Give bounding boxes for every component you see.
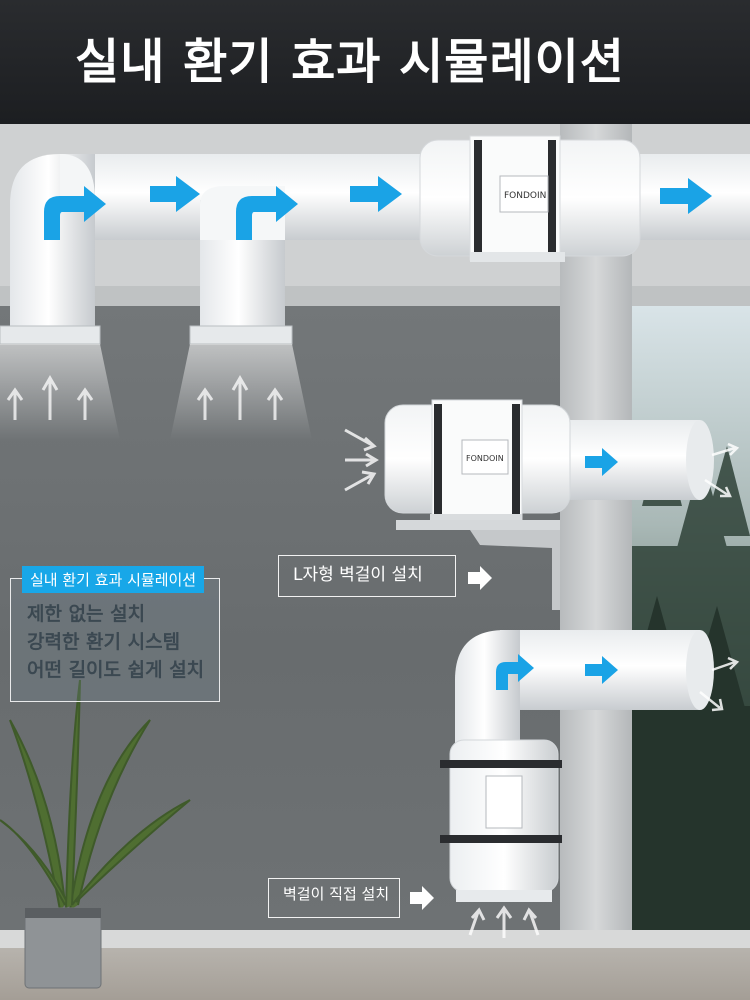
intake-arrows-l-mount xyxy=(344,428,379,492)
promo-line: 어떤 길이도 쉽게 설치 xyxy=(27,659,205,681)
l-mount-label-text: L자형 벽걸이 설치 xyxy=(293,565,423,585)
upward-airflow-arrows xyxy=(6,375,284,420)
ceiling-inline-fan: FONDOIN xyxy=(419,135,641,262)
promo-line: 강력한 환기 시스템 xyxy=(27,631,181,653)
promo-tag: 실내 환기 효과 시뮬레이션 xyxy=(22,566,205,593)
promo-box: 제한 없는 설치 강력한 환기 시스템 어떤 길이도 쉽게 설치 xyxy=(10,578,220,702)
potted-plant xyxy=(0,679,191,989)
ceiling-airflow-mist xyxy=(0,344,312,440)
label-pointer-arrows xyxy=(410,566,492,910)
forest-illustration xyxy=(632,426,750,930)
brand-mark: FONDOIN xyxy=(504,191,546,201)
window-forest-view xyxy=(632,306,750,930)
l-mount-label: L자형 벽걸이 설치 xyxy=(278,555,456,597)
direct-mount-inline-fan xyxy=(440,630,714,902)
exhaust-arrows xyxy=(699,442,740,712)
airflow-direction-arrows xyxy=(44,176,712,690)
skirting-board xyxy=(0,930,750,948)
direct-mount-label: 벽걸이 직접 설치 xyxy=(268,878,400,918)
l-mount-inline-fan: FONDOIN xyxy=(384,399,714,610)
promo-line: 제한 없는 설치 xyxy=(27,603,146,625)
floor xyxy=(0,948,750,1000)
brand-mark: FONDOIN xyxy=(466,454,504,463)
direct-mount-label-text: 벽걸이 직접 설치 xyxy=(283,885,390,903)
header-banner xyxy=(0,0,750,124)
page-title: 실내 환기 효과 시뮬레이션 xyxy=(75,34,625,90)
intake-arrows-direct-mount xyxy=(468,905,540,938)
column xyxy=(560,124,632,930)
